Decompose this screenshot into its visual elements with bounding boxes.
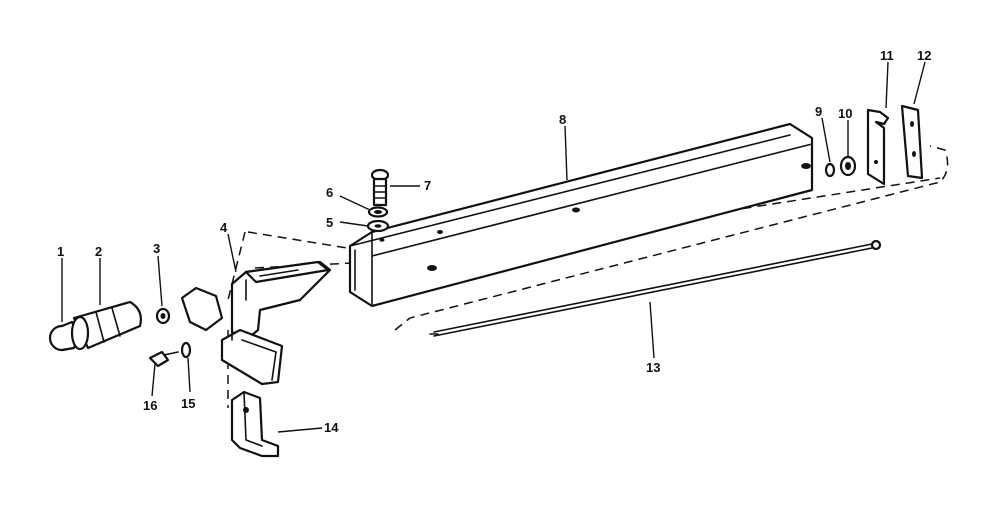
rod-part-13 <box>429 239 882 337</box>
callout-labels: 1 2 3 4 5 6 7 8 9 10 11 12 13 14 15 16 <box>57 48 931 435</box>
callout-7: 7 <box>424 178 431 193</box>
plate-part-12 <box>900 104 924 180</box>
callout-8: 8 <box>559 112 566 127</box>
callout-2: 2 <box>95 244 102 259</box>
callout-5: 5 <box>326 215 333 230</box>
screw-part-16 <box>148 350 179 368</box>
callout-leaders <box>61 61 926 433</box>
callout-3: 3 <box>153 241 160 256</box>
handle-part-2 <box>70 300 142 351</box>
washer-part-15 <box>180 341 192 359</box>
washer-part-9 <box>824 162 836 178</box>
callout-9: 9 <box>815 104 822 119</box>
washer-part-3 <box>155 307 171 325</box>
callout-11: 11 <box>880 48 894 63</box>
callout-10: 10 <box>838 106 852 121</box>
callout-13: 13 <box>646 360 660 375</box>
fence-bar-part-8 <box>348 122 814 308</box>
washer-part-5 <box>366 219 390 233</box>
callout-6: 6 <box>326 185 333 200</box>
callout-1: 1 <box>57 244 64 259</box>
callout-12: 12 <box>917 48 931 63</box>
callout-16: 16 <box>143 398 157 413</box>
nut-part-10 <box>839 155 857 177</box>
callout-15: 15 <box>181 396 195 411</box>
clamp-plate-part-14 <box>230 390 280 458</box>
fence-bracket-part-4 <box>180 260 332 386</box>
lock-washer-part-6 <box>367 206 389 218</box>
callout-14: 14 <box>324 420 339 435</box>
screw-part-7 <box>370 168 390 207</box>
bracket-part-11 <box>866 108 890 186</box>
callout-4: 4 <box>220 220 228 235</box>
